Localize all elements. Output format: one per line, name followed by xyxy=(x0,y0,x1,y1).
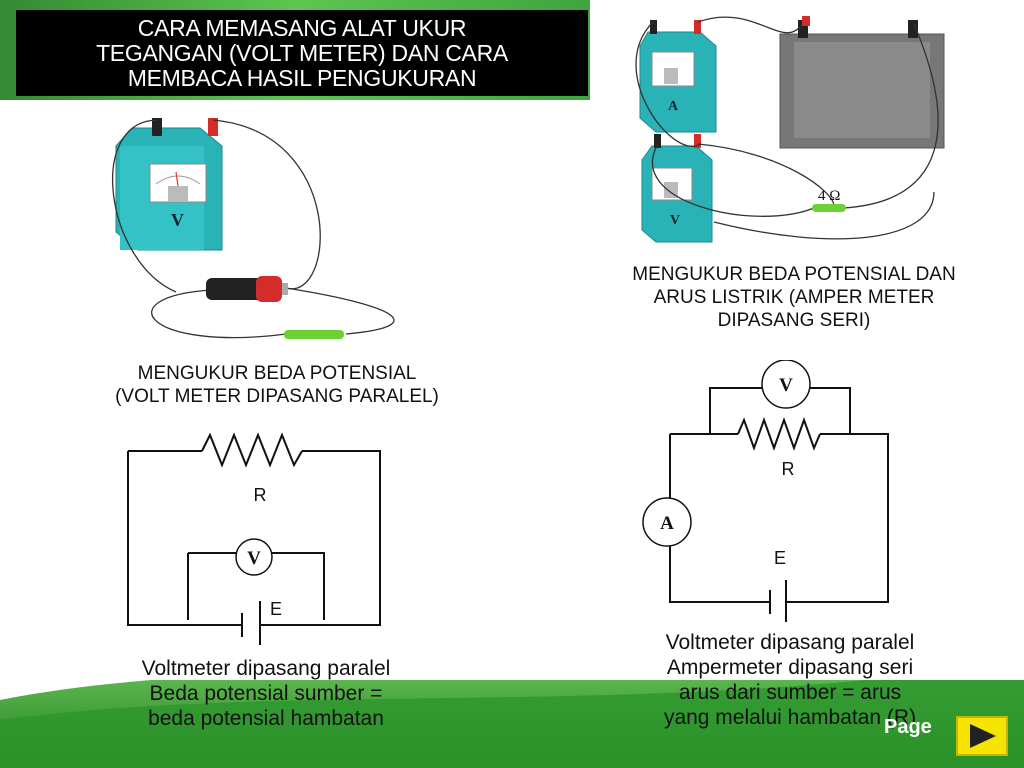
circuit-diagram-left: V R E xyxy=(127,432,381,645)
right-caption-line-3: DIPASANG SERI) xyxy=(717,310,871,331)
resistor-value: 4 Ω xyxy=(818,188,840,204)
left-caption-line-2: (VOLT METER DIPASANG PARALEL) xyxy=(115,386,439,407)
title-line-1: CARA MEMASANG ALAT UKUR xyxy=(137,14,467,41)
resistor-green xyxy=(284,330,344,339)
left-voltmeter-circle xyxy=(235,538,273,576)
next-slide-button[interactable] xyxy=(956,716,1008,756)
left-note-line-3: beda potensial hambatan xyxy=(148,707,384,730)
voltmeter-letter-right: V xyxy=(670,213,680,228)
left-resistor-label: R xyxy=(254,485,267,505)
left-resistor-symbol xyxy=(201,432,303,468)
left-note: Voltmeter dipasang paralel Beda potensia… xyxy=(100,656,432,731)
left-note-line-1: Voltmeter dipasang paralel xyxy=(141,657,391,680)
resistor-green-right xyxy=(812,204,846,212)
slide-title: CARA MEMASANG ALAT UKUR TEGANGAN (VOLT M… xyxy=(16,10,588,96)
title-line-2: TEGANGAN (VOLT METER) DAN CARA xyxy=(96,39,508,66)
terminal-red xyxy=(208,118,218,136)
voltmeter-letter-left: V xyxy=(171,210,184,230)
right-circuit-wire xyxy=(669,433,889,603)
right-voltmeter-branch xyxy=(709,387,851,434)
right-resistor-symbol xyxy=(737,417,821,451)
left-voltmeter-branch xyxy=(187,552,325,620)
right-note-line-1: Voltmeter dipasang paralel xyxy=(665,631,915,654)
page-label: Page xyxy=(884,716,932,738)
left-circuit-wire xyxy=(127,450,381,626)
voltmeter-battery-illustration: V xyxy=(112,118,395,339)
right-ammeter-label: A xyxy=(660,513,674,534)
left-caption: MENGUKUR BEDA POTENSIAL (VOLT METER DIPA… xyxy=(70,362,484,408)
terminal-black xyxy=(152,118,162,136)
left-note-line-2: Beda potensial sumber = xyxy=(149,682,383,705)
right-voltmeter-label: V xyxy=(779,375,793,396)
right-caption-line-1: MENGUKUR BEDA POTENSIAL DAN xyxy=(632,264,956,285)
left-caption-line-1: MENGUKUR BEDA POTENSIAL xyxy=(137,363,417,384)
right-note: Voltmeter dipasang paralel Ampermeter di… xyxy=(622,630,958,730)
left-voltmeter-label: V xyxy=(247,548,261,569)
right-note-line-2: Ampermeter dipasang seri xyxy=(666,656,914,679)
title-line-3: MEMBACA HASIL PENGUKURAN xyxy=(127,64,477,91)
right-caption: MENGUKUR BEDA POTENSIAL DAN ARUS LISTRIK… xyxy=(586,263,1002,332)
right-ammeter-circle xyxy=(642,497,692,547)
right-note-line-4: yang melalui hambatan (R) xyxy=(663,706,917,729)
ammeter-voltmeter-illustration: A V 4 Ω xyxy=(635,16,945,243)
play-arrow-icon xyxy=(970,724,996,748)
right-note-line-3: arus dari sumber = arus xyxy=(678,681,902,704)
circuit-diagram-right: V A R E xyxy=(642,360,889,622)
right-source-label: E xyxy=(774,548,786,568)
right-caption-line-2: ARUS LISTRIK (AMPER METER xyxy=(653,287,935,308)
ammeter-letter: A xyxy=(668,99,679,114)
right-resistor-label: R xyxy=(782,459,795,479)
right-voltmeter-circle xyxy=(761,360,811,409)
left-source-label: E xyxy=(270,599,282,619)
